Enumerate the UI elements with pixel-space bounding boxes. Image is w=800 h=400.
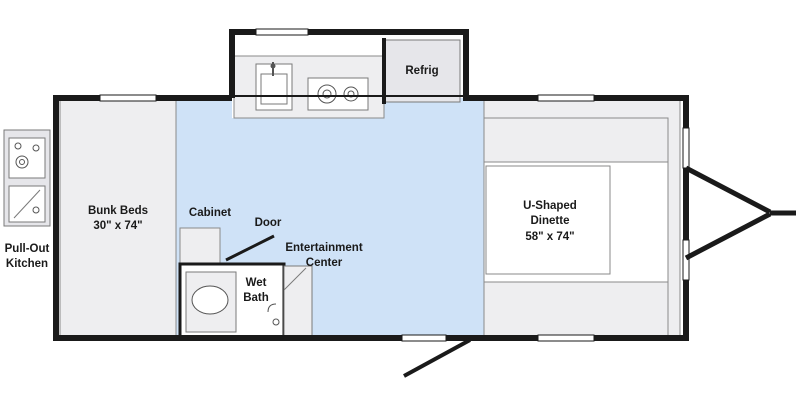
bunk-beds	[59, 97, 177, 339]
dinette-label-1: U-Shaped	[523, 200, 577, 212]
refrig-label: Refrig	[405, 65, 438, 77]
interior-door	[225, 234, 275, 262]
cabinet	[179, 227, 221, 265]
hitch	[684, 165, 796, 261]
pull-out-kitchen	[3, 129, 51, 227]
dinette-label-2: Dinette	[531, 215, 570, 227]
dinette-label-3: 58" x 74"	[525, 231, 574, 243]
kitchen-slide: Refrig	[232, 32, 461, 119]
bunk-beds-label-1: Bunk Beds	[88, 205, 148, 217]
toilet-icon	[191, 285, 229, 315]
pull-out-kitchen-label-1: Pull-Out	[5, 243, 50, 255]
stove-icon	[307, 77, 369, 111]
cabinet-label: Cabinet	[189, 207, 231, 219]
bunk-beds-label-2: 30" x 74"	[93, 220, 142, 232]
wet-bath-label-1: Wet	[246, 277, 267, 289]
entertainment-center	[283, 265, 313, 337]
entertainment-label-1: Entertainment	[285, 242, 362, 254]
entertainment-label-2: Center	[306, 257, 343, 269]
dinette	[483, 95, 681, 339]
shower-icon	[267, 303, 277, 313]
wet-bath-label-2: Bath	[243, 292, 269, 304]
wet-bath	[178, 262, 286, 340]
walls	[53, 29, 689, 341]
pull-out-kitchen-label-2: Kitchen	[6, 258, 48, 270]
windows	[99, 28, 690, 342]
refrigerator	[384, 39, 461, 103]
kitchen-sink-icon	[255, 62, 293, 111]
door-label: Door	[255, 217, 282, 229]
entry-door	[403, 338, 471, 378]
